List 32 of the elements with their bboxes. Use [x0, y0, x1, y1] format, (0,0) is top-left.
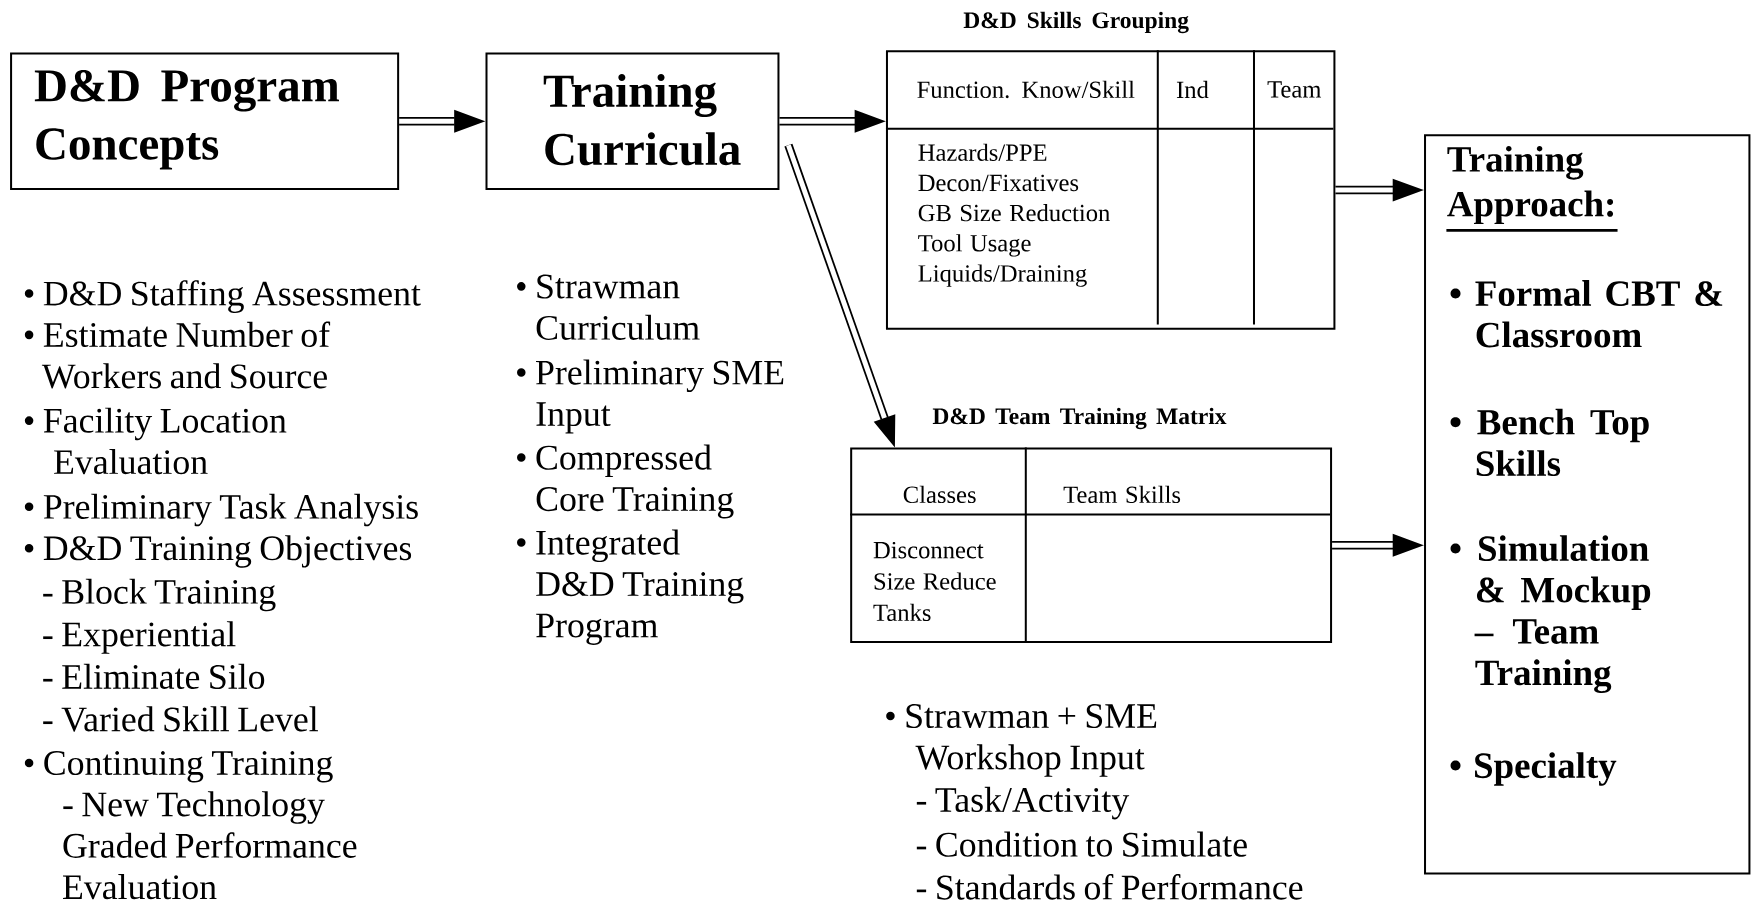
- list-item: - Condition to Simulate: [916, 831, 1247, 857]
- process-box: D&D Program Concepts: [10, 52, 400, 191]
- table-title: D&D Skills Grouping: [963, 11, 1189, 34]
- list-item: • Strawman Curriculum: [517, 274, 700, 341]
- process-box: Training Curricula: [485, 52, 780, 191]
- text-box: Training Approach: • Formal CBT & Classroom • Bench Top Skills • Simulation & Mockup – Team Training • Specialty: [1424, 134, 1751, 875]
- node-label: Team Skills: [1063, 485, 1181, 504]
- node-label: Disconnect Size Reduce Tanks: [873, 541, 996, 622]
- list-item: - Block Training: [43, 578, 276, 612]
- table: Function. Know/Skill Ind Team Hazards/PPE Decon/Fixatives GB Size Reduction Tool Usage Liquids/Draining: [885, 50, 1336, 330]
- node-label: Function. Know/Skill: [917, 80, 1135, 99]
- table-title: D&D Team Training Matrix: [932, 407, 1227, 430]
- list-item: • Preliminary SME Input: [517, 359, 784, 434]
- list-item: • Estimate Number of Workers and Source: [24, 321, 331, 389]
- list-item: • Strawman + SME Workshop Input: [886, 704, 1157, 777]
- list-item: - Eliminate Silo: [43, 663, 265, 690]
- node-label: Hazards/PPE Decon/Fixatives GB Size Reduction Tool Usage Liquids/Draining: [918, 143, 1110, 287]
- list-item: - Task/Activity: [916, 786, 1130, 820]
- list-item: - Varied Skill Level: [43, 706, 318, 732]
- node-label: Ind: [1176, 80, 1209, 99]
- list-item: • Integrated D&D Training Program: [517, 529, 744, 645]
- list-item: • Facility Location Evaluation: [24, 407, 287, 475]
- list-item: - Experiential: [43, 621, 236, 654]
- node-label: Classes: [903, 485, 976, 504]
- node-label: Team: [1267, 81, 1322, 98]
- list-item: - Standards of Performance: [916, 874, 1303, 900]
- list-item: • Continuing Training - New Technology Graded Performance Evaluation: [24, 751, 357, 900]
- list-item: • D&D Training Objectives: [24, 535, 412, 568]
- list-item: • D&D Staffing Assessment: [24, 280, 421, 314]
- list-item: • Compressed Core Training: [517, 444, 734, 519]
- list-item: • Preliminary Task Analysis: [24, 493, 418, 527]
- table: Classes Team Skills Disconnect Size Reduce Tanks: [850, 447, 1333, 644]
